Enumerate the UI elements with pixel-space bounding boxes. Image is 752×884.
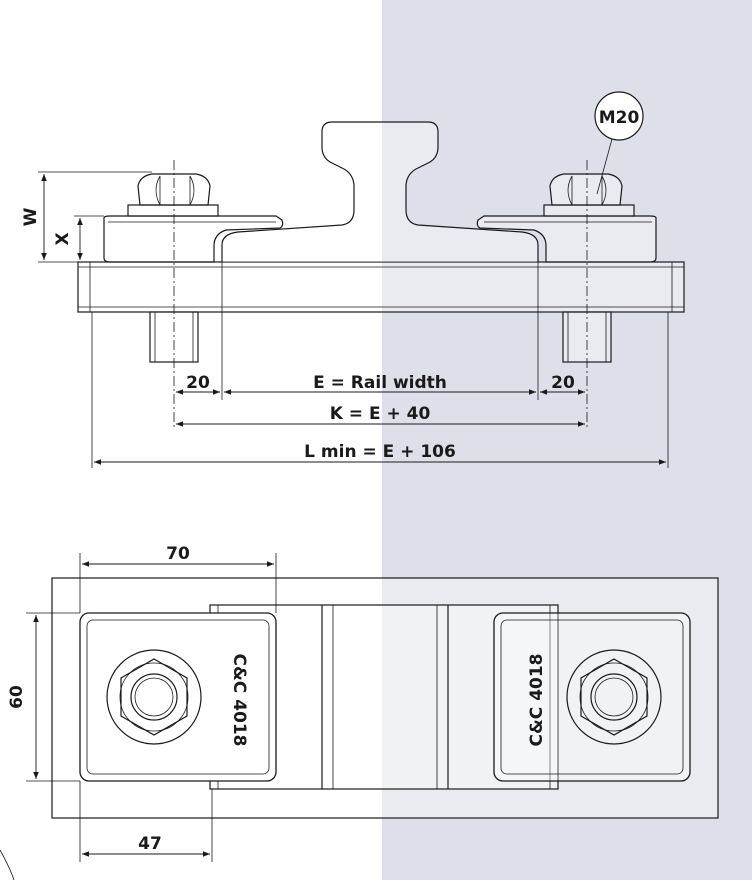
w-dimension-label: W xyxy=(21,207,41,226)
x-dimension-label: X xyxy=(53,232,73,245)
left-washer xyxy=(127,204,219,217)
right-top-bolt-icon xyxy=(590,673,638,721)
corner-arc xyxy=(0,849,15,881)
rail-profile xyxy=(221,121,539,262)
right-top-clip-plate xyxy=(493,612,691,782)
side-view: M20 W X 20 E = Rail width 20 K = E + 40 … xyxy=(21,91,685,468)
l-dimension-label: L min = E + 106 xyxy=(304,442,456,462)
right-washer xyxy=(543,204,635,217)
right-top-nut-icon xyxy=(580,658,648,736)
right-nut xyxy=(549,173,623,206)
k-dimension-label: K = E + 40 xyxy=(330,404,431,424)
dim-47-label: 47 xyxy=(138,834,162,854)
left-top-bolt-icon xyxy=(130,673,178,721)
dim-70-label: 70 xyxy=(166,544,190,564)
e-dimension-label: E = Rail width xyxy=(313,373,447,393)
right-clip-marking: C&C 4018 xyxy=(527,653,547,746)
left-nut xyxy=(137,173,211,206)
dim-60-label: 60 xyxy=(7,685,27,709)
base-plate xyxy=(77,261,685,313)
left-top-clip-plate xyxy=(79,612,277,782)
left-20-dimension-label: 20 xyxy=(186,373,210,393)
left-clip-marking: C&C 4018 xyxy=(229,653,249,746)
left-clamp-plate xyxy=(103,215,284,263)
right-clamp-plate xyxy=(476,215,657,263)
top-view: C&C 4018 C&C 4018 70 60 47 xyxy=(7,544,719,862)
m20-callout-label: M20 xyxy=(599,108,640,128)
m20-callout-bubble xyxy=(594,91,644,141)
m20-leader xyxy=(596,138,613,195)
right-20-dimension-label: 20 xyxy=(551,373,575,393)
left-top-nut-icon xyxy=(120,658,188,736)
